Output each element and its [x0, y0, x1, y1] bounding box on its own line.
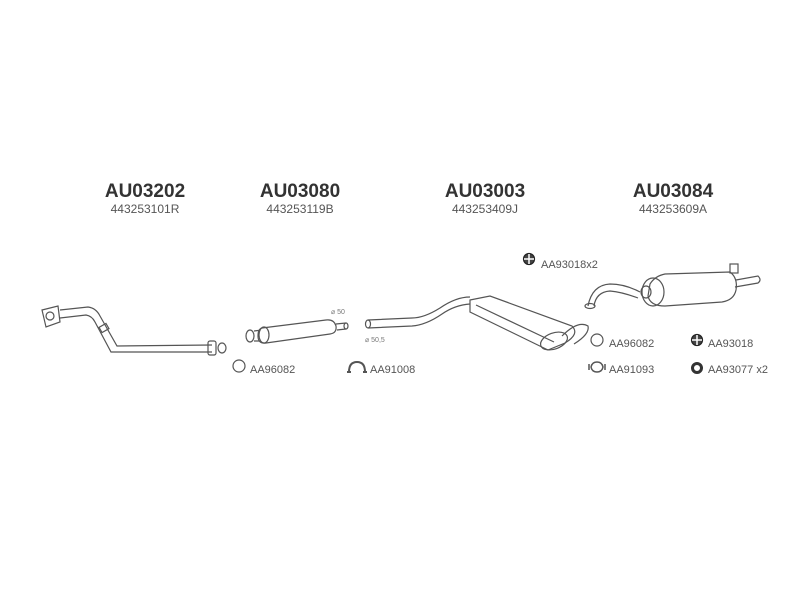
oem-number-2: 443253119B — [266, 202, 334, 216]
accessory-label: AA91093 — [609, 364, 655, 376]
rubber-mount-icon — [690, 333, 704, 347]
part-code-3: AU03003 — [444, 181, 526, 202]
centre-muffler-drawing — [245, 319, 349, 344]
clamp-icon — [588, 361, 606, 373]
diameter-label-2: ⌀ 50,5 — [365, 337, 385, 344]
ring-gasket-icon — [590, 333, 604, 347]
accessory-label: AA93018 — [708, 338, 754, 350]
clamp-icon — [347, 360, 367, 373]
part-code-4: AU03084 — [632, 181, 714, 202]
accessory-label: AA93018x2 — [541, 259, 598, 271]
accessory-label: AA96082 — [609, 338, 655, 350]
part-code-2: AU03080 — [259, 181, 341, 202]
front-pipe-drawing — [41, 305, 227, 356]
ring-gasket-icon — [232, 359, 246, 373]
oem-number-1: 443253101R — [110, 202, 180, 216]
accessory-label: AA91008 — [370, 364, 416, 376]
oem-number-3: 443253409J — [451, 202, 519, 216]
accessory-label: AA96082 — [250, 364, 296, 376]
oem-number-4: 443253609A — [638, 202, 708, 216]
middle-section-drawing — [364, 295, 589, 351]
part-code-1: AU03202 — [104, 181, 186, 202]
accessory-label: AA93077 x2 — [708, 364, 768, 376]
rear-muffler-drawing — [584, 263, 761, 310]
rubber-ring-icon — [691, 362, 703, 374]
diameter-label-1: ⌀ 50 — [331, 309, 345, 316]
rubber-mount-icon — [522, 252, 536, 266]
